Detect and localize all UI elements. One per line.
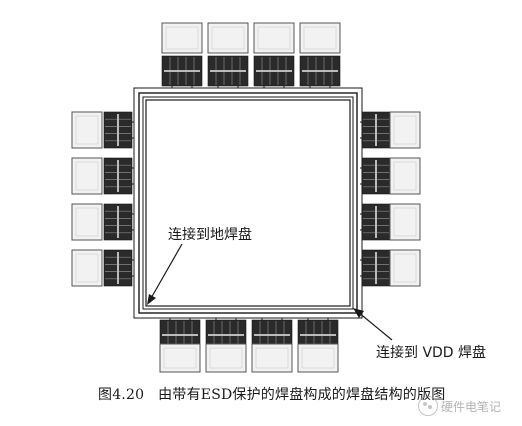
- figure-caption: 图4.20 由带有ESD保护的焊盘构成的焊盘结构的版图: [98, 384, 445, 404]
- esd-strap: [375, 114, 377, 146]
- esd-strap: [254, 334, 290, 336]
- esd-strap: [208, 334, 244, 336]
- bond-pad-opening: [75, 115, 99, 145]
- bond-pad-opening: [163, 347, 197, 369]
- bond-pad-opening: [393, 253, 417, 283]
- bond-pad: [159, 343, 201, 373]
- bond-pad: [71, 111, 103, 149]
- bond-pad-opening: [75, 207, 99, 237]
- right-esd-cell: [361, 111, 391, 149]
- pad-ring: [71, 22, 421, 373]
- vdd-ring: [138, 92, 358, 314]
- bond-pad: [207, 22, 249, 54]
- bond-pad-opening: [165, 26, 199, 50]
- bond-pad-opening: [303, 26, 337, 50]
- core-area: [145, 99, 351, 307]
- bond-pad-opening: [75, 161, 99, 191]
- bond-pad-opening: [255, 347, 289, 369]
- bond-pad: [389, 203, 421, 241]
- right-esd-cell: [361, 249, 391, 287]
- figure-caption-text: 由带有ESD保护的焊盘构成的焊盘结构的版图: [158, 387, 446, 403]
- watermark-text: 硬件电笔记: [441, 399, 502, 414]
- top-esd-cell: [207, 55, 249, 87]
- top-esd-cell: [253, 55, 295, 87]
- figure-number: 图4.20: [98, 387, 145, 403]
- chip-die: [133, 87, 363, 319]
- esd-strap: [375, 252, 377, 284]
- top-esd-cell: [161, 55, 203, 87]
- top-esd-cell: [299, 55, 341, 87]
- esd-strap: [300, 334, 336, 336]
- bond-pad: [389, 157, 421, 195]
- bond-pad: [71, 157, 103, 195]
- watermark: 硬件电笔记: [418, 396, 501, 416]
- esd-strap: [302, 70, 338, 72]
- vdd-arrowhead: [353, 308, 364, 318]
- ground-pad-label: 连接到地焊盘: [168, 227, 252, 243]
- bond-pad: [161, 22, 203, 54]
- ground-ring: [142, 96, 354, 310]
- bond-pad-opening: [211, 26, 245, 50]
- bond-pad: [389, 249, 421, 287]
- bond-pad-opening: [393, 207, 417, 237]
- esd-strap: [375, 160, 377, 192]
- bond-pad-opening: [393, 115, 417, 145]
- bond-pad-opening: [75, 253, 99, 283]
- esd-strap: [210, 70, 246, 72]
- bond-pad: [297, 343, 339, 373]
- bond-pad: [299, 22, 341, 54]
- esd-strap: [117, 160, 119, 192]
- esd-strap: [117, 114, 119, 146]
- esd-strap: [164, 70, 200, 72]
- bond-pad: [253, 22, 295, 54]
- left-esd-cell: [103, 157, 133, 195]
- wechat-icon: [418, 396, 438, 416]
- annotation-arrows: [147, 243, 393, 341]
- esd-strap: [162, 334, 198, 336]
- bond-pad-opening: [301, 347, 335, 369]
- bond-pad: [71, 203, 103, 241]
- esd-strap: [256, 70, 292, 72]
- ground-arrow-line: [149, 243, 183, 301]
- esd-strap: [117, 252, 119, 284]
- left-esd-cell: [103, 203, 133, 241]
- right-esd-cell: [361, 157, 391, 195]
- left-esd-cell: [103, 249, 133, 287]
- bond-pad: [389, 111, 421, 149]
- esd-strap: [375, 206, 377, 238]
- bond-pad: [251, 343, 293, 373]
- ground-arrowhead: [147, 294, 156, 305]
- bond-pad-opening: [209, 347, 243, 369]
- vdd-arrow-line: [357, 311, 393, 341]
- bond-pad-opening: [257, 26, 291, 50]
- bond-pad: [205, 343, 247, 373]
- esd-strap: [117, 206, 119, 238]
- bond-pad: [71, 249, 103, 287]
- left-esd-cell: [103, 111, 133, 149]
- bond-pad-opening: [393, 161, 417, 191]
- right-esd-cell: [361, 203, 391, 241]
- vdd-pad-label: 连接到 VDD 焊盘: [376, 345, 487, 361]
